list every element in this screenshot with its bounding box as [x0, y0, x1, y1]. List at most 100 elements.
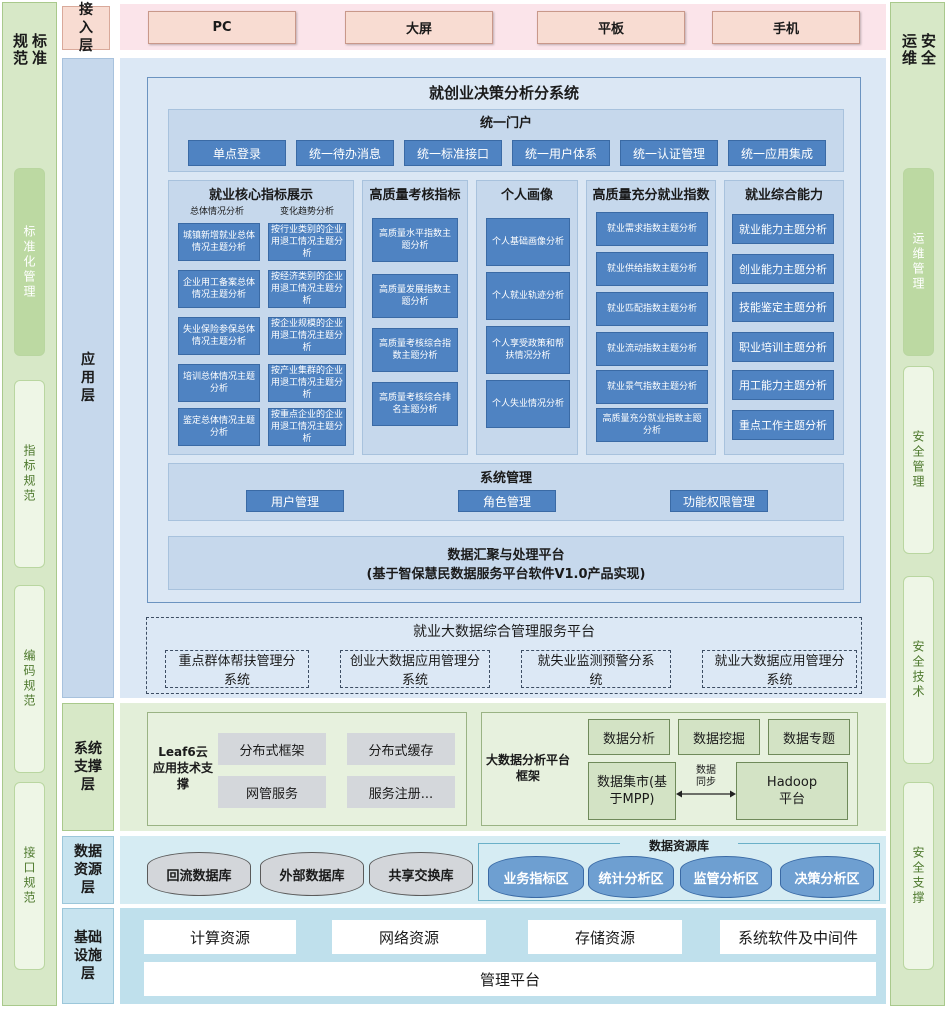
core-left-item: 企业用工备案总体情况主题分析	[178, 270, 260, 308]
reflow-database: 回流数据库	[147, 852, 251, 896]
personal-portrait-title: 个人画像	[500, 187, 553, 203]
full-employment-index-item: 高质量充分就业指数主题分析	[596, 408, 708, 442]
full-employment-index-item: 就业需求指数主题分析	[596, 212, 708, 246]
external-database: 外部数据库	[260, 852, 364, 896]
full-employment-index-item: 就业景气指数主题分析	[596, 370, 708, 404]
portal-auth: 统一认证管理	[620, 140, 718, 166]
big-data-service-title: 就业大数据综合管理服务平台	[413, 624, 595, 640]
core-left-item: 鉴定总体情况主题分析	[178, 408, 260, 446]
core-right-item: 按企业规模的企业用退工情况主题分析	[268, 317, 346, 355]
quality-assessment-item: 高质量水平指数主题分析	[372, 218, 458, 262]
personal-portrait-item: 个人享受政策和帮扶情况分析	[486, 326, 570, 374]
portal-interface: 统一标准接口	[404, 140, 502, 166]
decision-system-title: 就创业决策分析分系统	[428, 83, 579, 102]
core-left-item: 城镇新增就业总体情况主题分析	[178, 223, 260, 261]
left-column-title: 标准规范	[11, 33, 48, 67]
device-tablet: 平板	[537, 11, 685, 44]
quality-assessment-item: 高质量考核综合排名主题分析	[372, 382, 458, 426]
sync-arrow-icon	[676, 790, 736, 798]
data-sync-label: 数据同步	[696, 765, 716, 788]
repo-business-indicators: 业务指标区	[488, 856, 584, 898]
core-right-item: 按行业类别的企业用退工情况主题分析	[268, 223, 346, 261]
portal-integration: 统一应用集成	[728, 140, 826, 166]
system-software: 系统软件及中间件	[720, 920, 876, 954]
subsystem-item: 创业大数据应用管理分系统	[340, 650, 490, 688]
compute-resources: 计算资源	[144, 920, 296, 954]
subsystem-item: 就失业监测预警分系统	[521, 650, 671, 688]
system-management-title: 系统管理	[479, 470, 532, 486]
quality-assessment-item: 高质量发展指数主题分析	[372, 274, 458, 318]
full-employment-index-title: 高质量充分就业指数	[592, 187, 710, 203]
device-big-screen: 大屏	[345, 11, 493, 44]
left-item-interface-spec: 接口规范	[14, 782, 45, 970]
management-platform: 管理平台	[144, 962, 876, 996]
core-left-item: 失业保险参保总体情况主题分析	[178, 317, 260, 355]
employment-capability-title: 就业综合能力	[744, 187, 823, 203]
role-management: 角色管理	[458, 490, 556, 512]
distributed-framework: 分布式框架	[218, 733, 326, 765]
distributed-cache: 分布式缓存	[347, 733, 455, 765]
device-pc: PC	[148, 11, 296, 44]
right-item-security-tech: 安全技术	[903, 576, 934, 764]
core-right-item: 按产业集群的企业用退工情况主题分析	[268, 364, 346, 402]
core-sub-right: 变化趋势分析	[279, 206, 334, 217]
data-platform-line1: 数据汇聚与处理平台	[447, 547, 565, 563]
left-item-standardization: 标准化管理	[14, 168, 45, 356]
personal-portrait-item: 个人就业轨迹分析	[486, 272, 570, 320]
storage-resources: 存储资源	[528, 920, 682, 954]
left-item-indicator-spec: 指标规范	[14, 380, 45, 568]
infra-layer-label: 基础设施层	[62, 908, 114, 1004]
data-mart: 数据集市(基于MPP)	[588, 762, 676, 820]
personal-portrait-item: 个人基础画像分析	[486, 218, 570, 266]
shared-exchange-database: 共享交换库	[369, 852, 473, 896]
right-item-security-support: 安全支撑	[903, 782, 934, 970]
device-mobile: 手机	[712, 11, 860, 44]
network-resources: 网络资源	[332, 920, 486, 954]
left-item-encoding-spec: 编码规范	[14, 585, 45, 773]
data-topics: 数据专题	[768, 719, 850, 755]
employment-capability-item: 就业能力主题分析	[732, 214, 834, 244]
support-layer-label: 系统支撑层	[62, 703, 114, 831]
portal-todo: 统一待办消息	[296, 140, 394, 166]
core-right-item: 按经济类别的企业用退工情况主题分析	[268, 270, 346, 308]
repo-statistical-analysis: 统计分析区	[588, 856, 674, 898]
data-layer-label: 数据资源层	[62, 836, 114, 904]
portal-title: 统一门户	[479, 115, 532, 131]
full-employment-index-item: 就业供给指数主题分析	[596, 252, 708, 286]
full-employment-index-item: 就业匹配指数主题分析	[596, 292, 708, 326]
core-indicators-title: 就业核心指标展示	[208, 187, 313, 203]
personal-portrait-item: 个人失业情况分析	[486, 380, 570, 428]
portal-users: 统一用户体系	[512, 140, 610, 166]
right-item-security-mgmt: 安全管理	[903, 366, 934, 554]
quality-assessment-item: 高质量考核综合指数主题分析	[372, 328, 458, 372]
data-aggregation-platform	[168, 536, 844, 590]
subsystem-item: 就业大数据应用管理分系统	[702, 650, 857, 688]
right-column-title: 安全运维	[900, 33, 937, 67]
employment-capability-item: 技能鉴定主题分析	[732, 292, 834, 322]
repo-decision-analysis: 决策分析区	[780, 856, 874, 898]
access-layer-label: 接入层	[62, 2, 110, 54]
hadoop-platform: Hadoop平台	[736, 762, 848, 820]
employment-capability-item: 用工能力主题分析	[732, 370, 834, 400]
core-right-item: 按重点企业的企业用退工情况主题分析	[268, 408, 346, 446]
application-layer-label: 应用层	[62, 58, 114, 698]
data-mining: 数据挖掘	[678, 719, 760, 755]
user-management: 用户管理	[246, 490, 344, 512]
subsystem-item: 重点群体帮扶管理分系统	[165, 650, 309, 688]
employment-capability-item: 创业能力主题分析	[732, 254, 834, 284]
big-data-service-platform	[146, 617, 862, 694]
employment-capability-item: 重点工作主题分析	[732, 410, 834, 440]
employment-capability-item: 职业培训主题分析	[732, 332, 834, 362]
core-left-item: 培训总体情况主题分析	[178, 364, 260, 402]
data-repository-title: 数据资源库	[620, 838, 738, 853]
leaf-support-title: Leaf6云应用技术支撑	[153, 745, 214, 791]
quality-assessment-title: 高质量考核指标	[369, 187, 461, 203]
bigdata-framework-title: 大数据分析平台框架	[485, 753, 570, 783]
data-platform-line2: (基于智保慧民数据服务平台软件V1.0产品实现)	[366, 566, 646, 582]
core-sub-left: 总体情况分析	[189, 206, 244, 217]
portal-sso: 单点登录	[188, 140, 286, 166]
repo-supervision-analysis: 监管分析区	[680, 856, 772, 898]
full-employment-index-item: 就业流动指数主题分析	[596, 332, 708, 366]
network-mgmt-service: 网管服务	[218, 776, 326, 808]
right-item-ops-mgmt: 运维管理	[903, 168, 934, 356]
